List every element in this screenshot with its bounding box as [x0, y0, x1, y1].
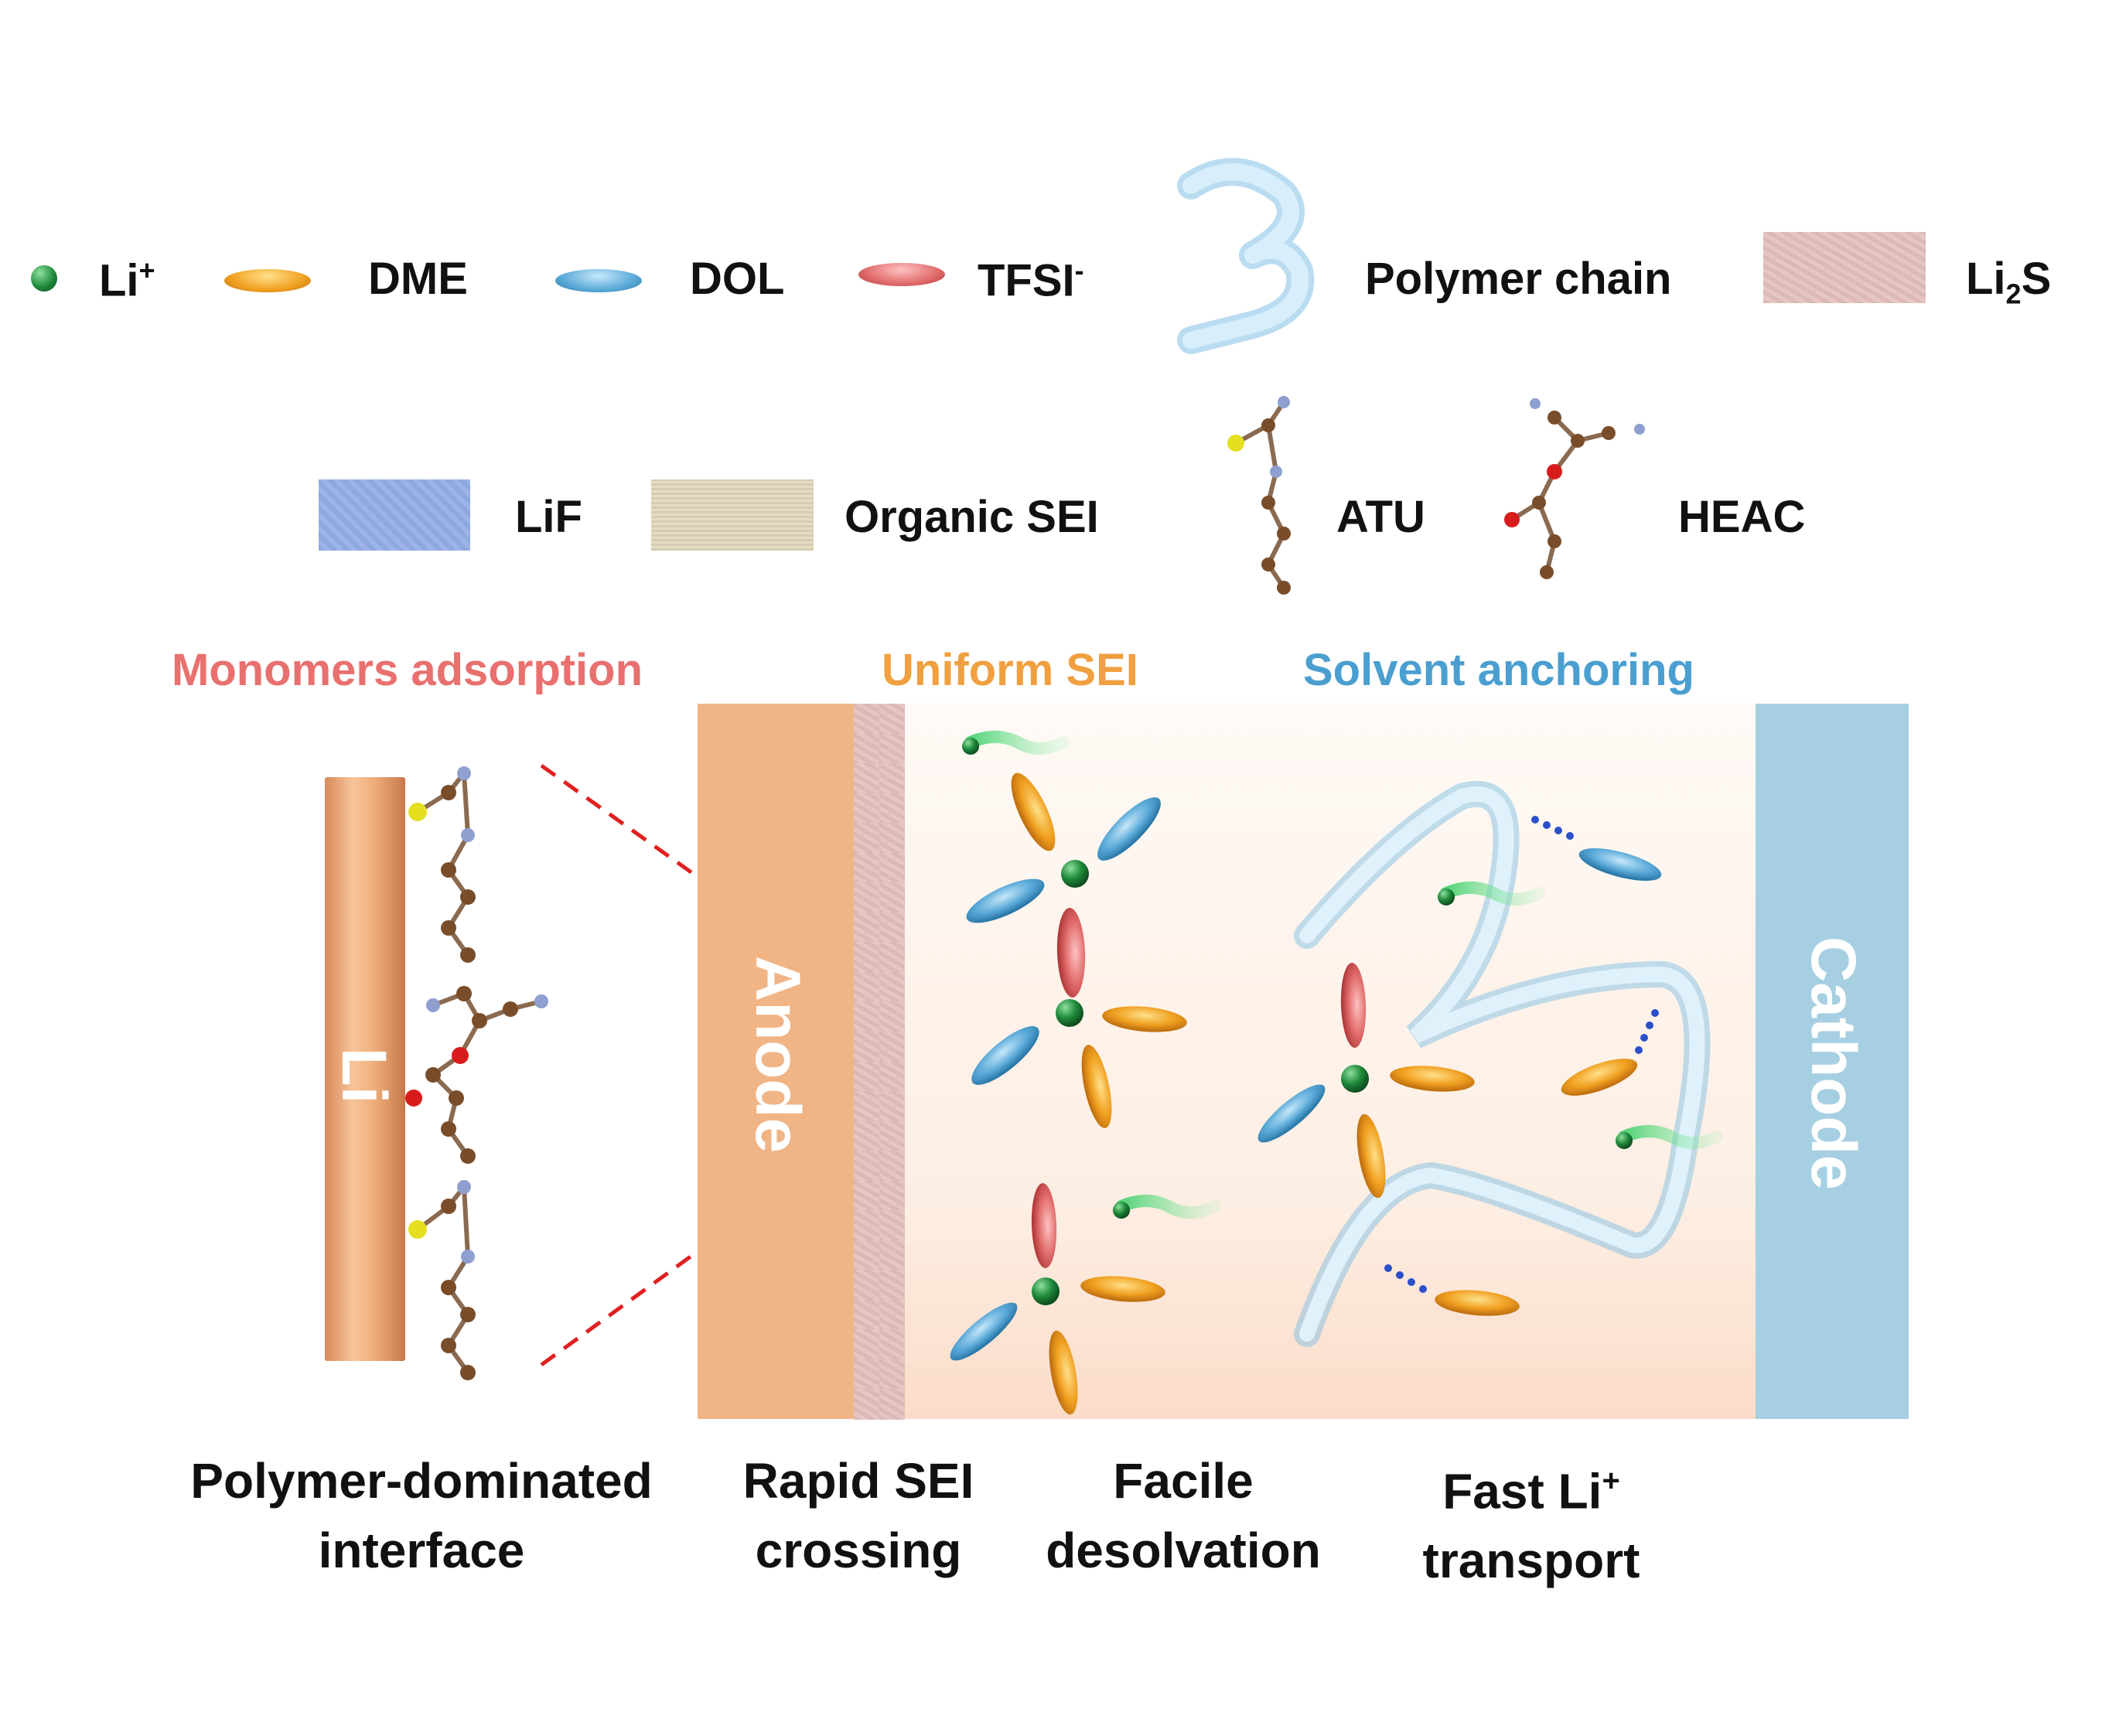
dme-molecule — [1561, 1059, 1638, 1096]
tfsi-icon — [858, 263, 945, 286]
cathode — [1756, 704, 1909, 1419]
lif-texture-icon — [319, 479, 470, 551]
sei-cell — [879, 823, 905, 854]
sei-cell — [879, 1270, 905, 1301]
sei-cell — [854, 1270, 879, 1301]
sei-cell — [854, 1210, 879, 1241]
legend-label-lif: LiF — [515, 492, 582, 542]
sei-cell — [879, 1151, 905, 1182]
sei-cell — [879, 882, 905, 913]
section-title-monomers-adsorption: Monomers adsorption — [172, 645, 643, 695]
sei-cell — [854, 1120, 879, 1152]
organic-sei-texture-icon — [651, 479, 814, 551]
section-title-solvent-anchoring: Solvent anchoring — [1303, 645, 1694, 695]
sei-cell — [879, 1359, 905, 1390]
sei-cell — [854, 1359, 879, 1390]
sei-cell — [854, 971, 879, 1003]
dme-icon — [224, 269, 311, 292]
sei-cell — [854, 1091, 879, 1122]
li2s-texture-icon — [1763, 232, 1926, 303]
sei-cell — [879, 1299, 905, 1331]
anchoring-dots — [1384, 816, 1659, 1293]
dol-molecule — [1578, 848, 1662, 882]
sei-cell — [879, 942, 905, 973]
sei-cell — [854, 1240, 879, 1271]
sei-cell — [879, 763, 905, 794]
sei-cell — [854, 1001, 879, 1032]
sei-cell — [854, 912, 879, 943]
sei-cell — [879, 733, 905, 765]
sei-cell — [879, 971, 905, 1003]
sei-cell — [854, 1061, 879, 1093]
sei-cell — [854, 733, 879, 765]
sei-cell — [879, 912, 905, 943]
sei-cell — [854, 1389, 879, 1420]
legend-label-li-ion: Li+ — [99, 254, 155, 306]
legend-label-organic-sei: Organic SEI — [845, 492, 1099, 542]
solvation-cluster — [1257, 963, 1475, 1199]
caption-fast-li-transport: Fast Li+ transport — [1422, 1463, 1640, 1589]
sei-cell — [879, 1240, 905, 1271]
moving-li-ion — [1113, 1194, 1220, 1219]
solvation-cluster — [966, 773, 1161, 998]
legend-label-tfsi: TFSI- — [978, 254, 1084, 306]
legend-label-atu: ATU — [1336, 492, 1425, 542]
legend-label-polymer-chain: Polymer chain — [1365, 254, 1672, 304]
sei-cell — [879, 1091, 905, 1122]
sei-cell — [879, 1329, 905, 1360]
legend-label-li2s: Li2S — [1966, 254, 2052, 310]
sei-cell — [879, 793, 905, 824]
solvation-cluster — [950, 1183, 1165, 1415]
legend-label-heac: HEAC — [1678, 492, 1806, 542]
sei-cell — [854, 882, 879, 913]
sei-cell — [854, 1180, 879, 1212]
sei-cell — [854, 823, 879, 854]
sei-cell — [879, 1210, 905, 1241]
sei-cell — [879, 1001, 905, 1032]
sei-cell — [854, 942, 879, 973]
anode — [698, 704, 854, 1419]
moving-li-ion — [1616, 1124, 1723, 1149]
sei-cell — [854, 1151, 879, 1182]
sei-cell — [879, 1389, 905, 1420]
sei-layer — [854, 704, 905, 1420]
sei-cell — [879, 852, 905, 884]
li-metal-slab — [325, 777, 405, 1361]
sei-cell — [854, 704, 879, 735]
legend-label-dme: DME — [368, 254, 468, 304]
moving-li-ion — [1438, 881, 1545, 906]
dme-molecule — [1435, 1290, 1520, 1316]
polymer-chain-main — [1294, 780, 1711, 1347]
sei-cell — [879, 1180, 905, 1212]
li-ion-icon — [31, 265, 57, 292]
moving-li-ion — [962, 730, 1070, 755]
sei-cell — [879, 1061, 905, 1093]
sei-cell — [879, 1031, 905, 1062]
sei-cell — [854, 852, 879, 884]
sei-cell — [879, 1120, 905, 1152]
sei-cell — [854, 1299, 879, 1331]
section-title-uniform-sei: Uniform SEI — [882, 645, 1138, 695]
sei-cell — [854, 1329, 879, 1360]
sei-cell — [854, 793, 879, 824]
sei-cell — [879, 704, 905, 735]
dol-icon — [555, 269, 642, 292]
sei-cell — [854, 763, 879, 794]
legend-label-dol: DOL — [690, 254, 785, 304]
sei-cell — [854, 1031, 879, 1062]
solvation-cluster — [971, 999, 1187, 1128]
